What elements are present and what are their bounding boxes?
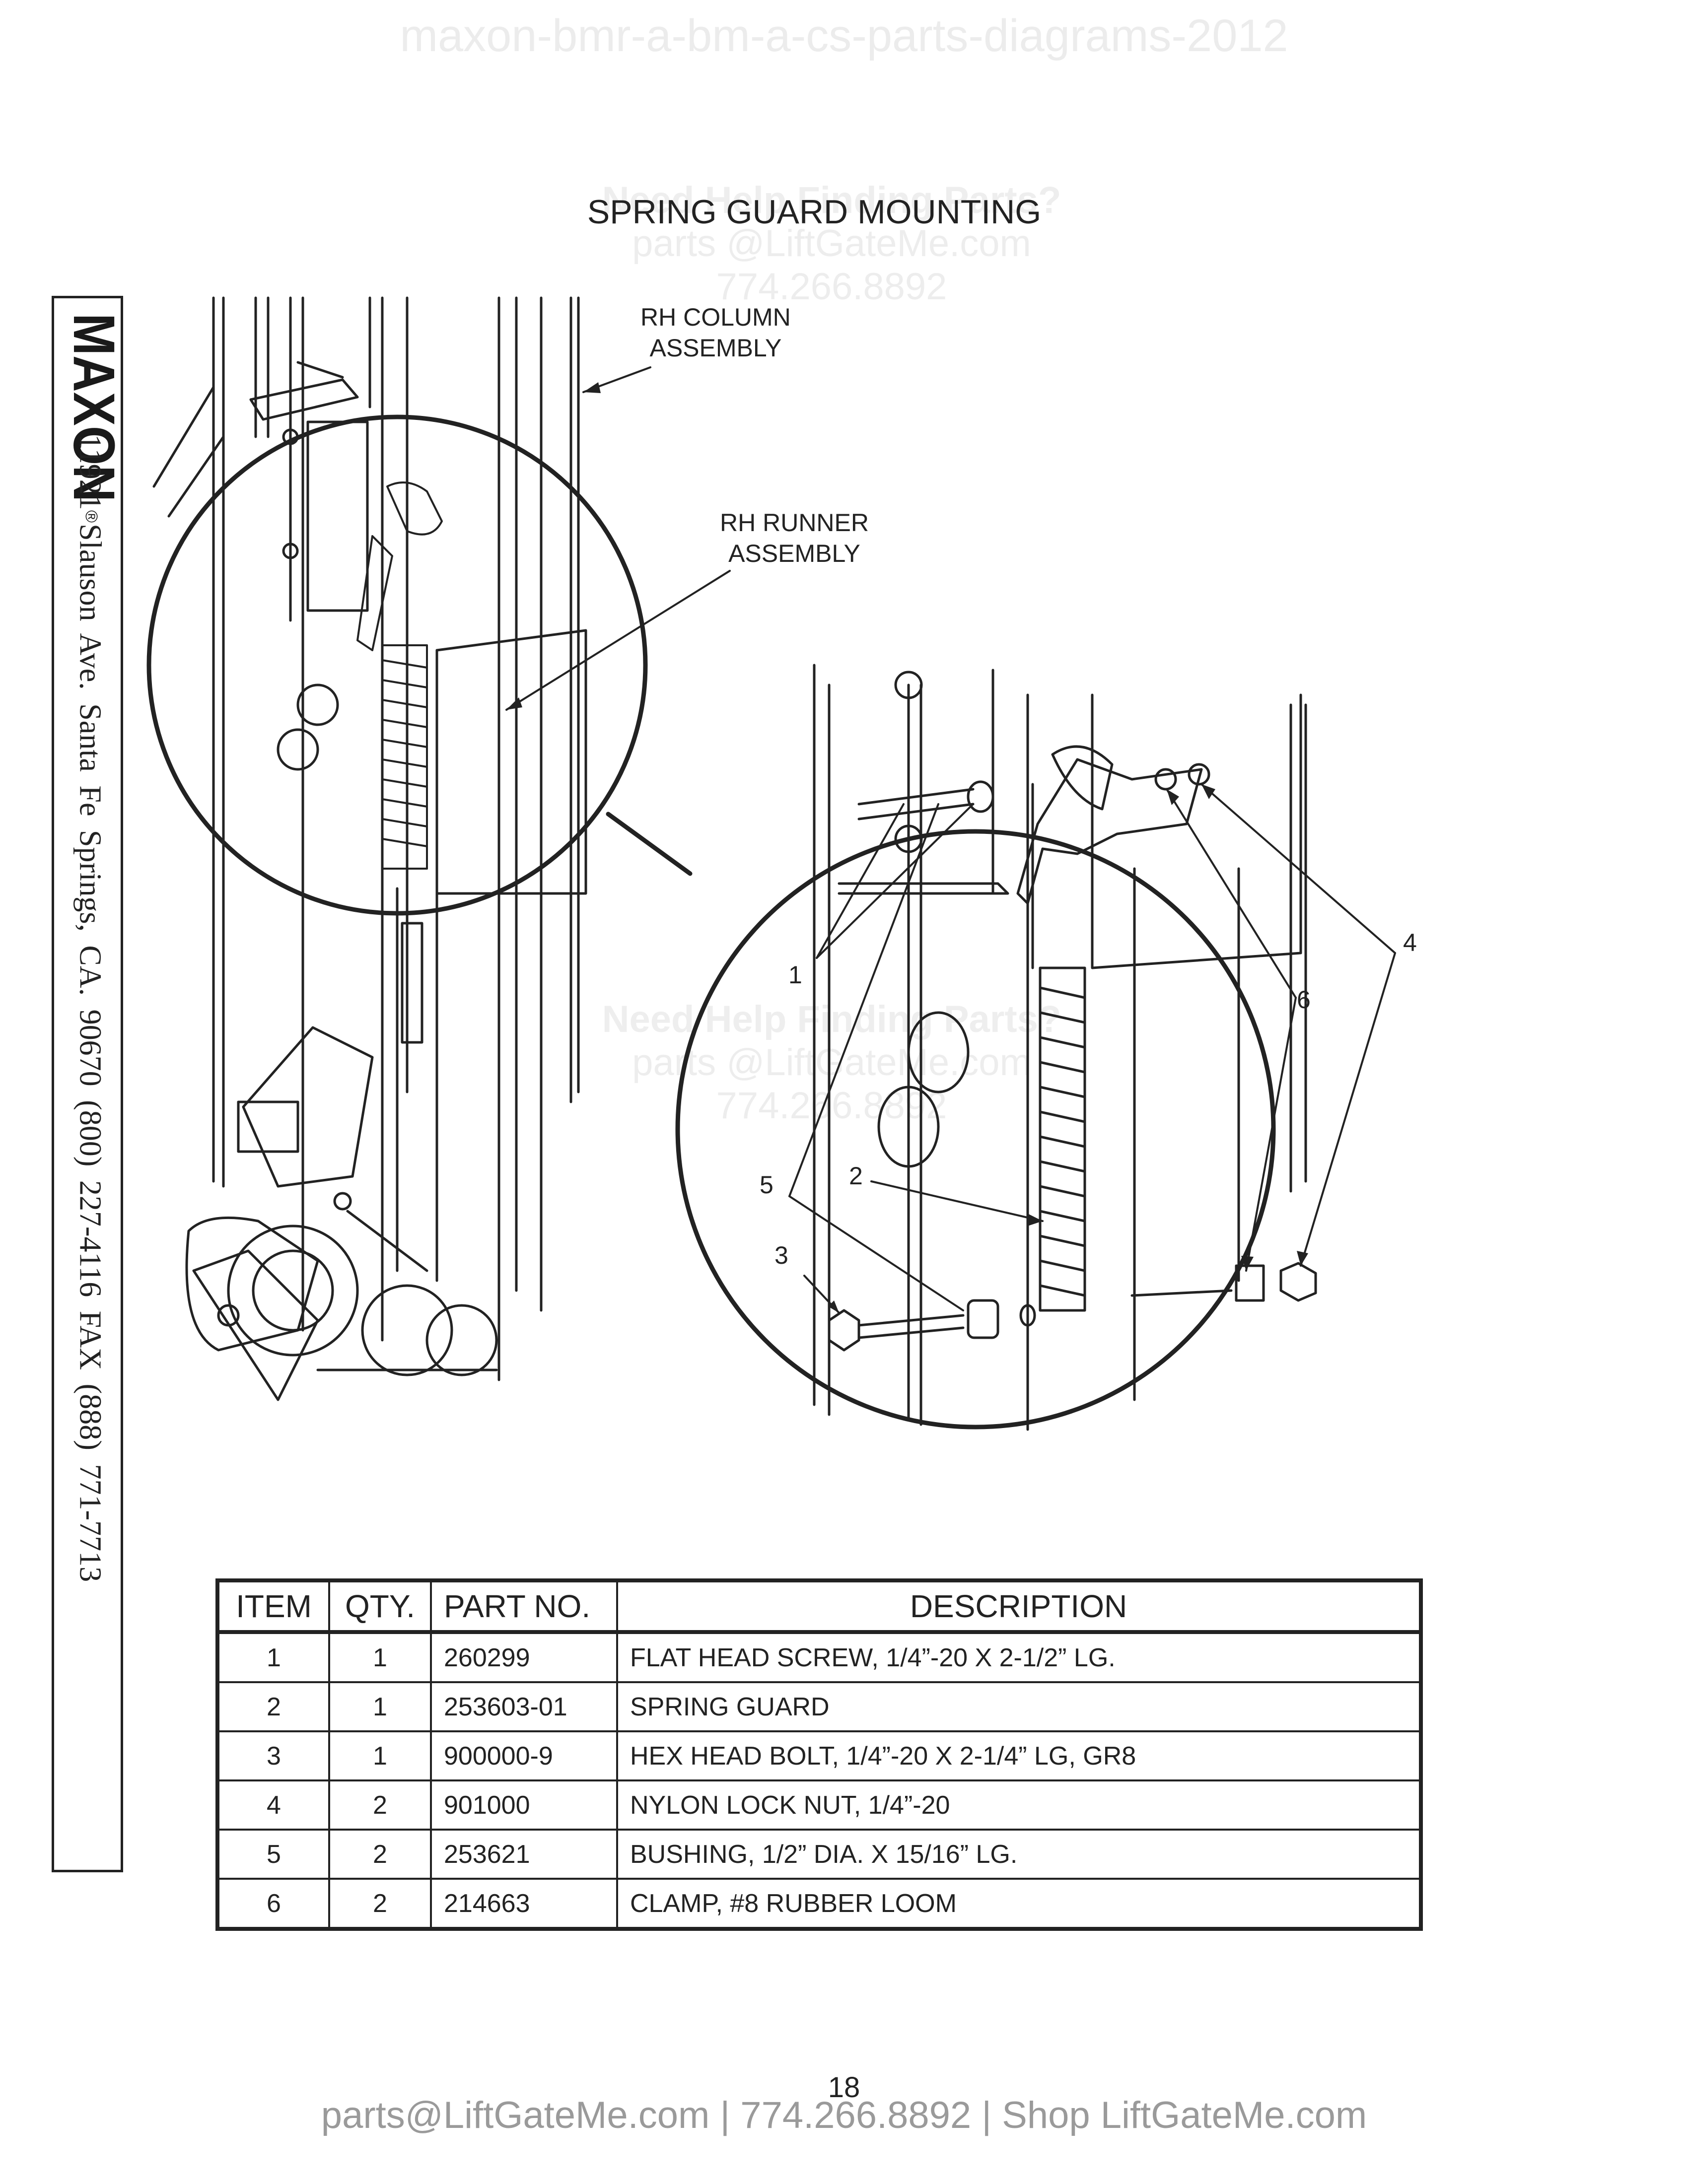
item-number-1: 1	[788, 961, 802, 989]
cell-description: BUSHING, 1/2” DIA. X 15/16” LG.	[616, 1829, 1422, 1880]
cell-part-no: 900000-9	[430, 1730, 618, 1781]
watermark-email-line: parts @LiftGateMe.com	[632, 222, 1031, 265]
watermark-help-line: Need Help Finding Parts?	[602, 998, 1061, 1040]
watermark-document-id: maxon-bmr-a-bm-a-cs-parts-diagrams-2012	[400, 10, 1288, 61]
cell-item: 5	[216, 1829, 330, 1880]
cell-description: CLAMP, #8 RUBBER LOOM	[616, 1878, 1422, 1930]
cell-item: 1	[216, 1631, 330, 1683]
watermark-help-line: Need Help Finding Parts?	[602, 179, 1061, 221]
cell-part-no: 214663	[430, 1878, 618, 1930]
table-row: 4 2 901000 NYLON LOCK NUT, 1/4”-20	[216, 1779, 1422, 1831]
table-row: 3 1 900000-9 HEX HEAD BOLT, 1/4”-20 X 2-…	[216, 1730, 1422, 1781]
callout-rh-runner-line2: ASSEMBLY	[728, 540, 860, 567]
page-title: SPRING GUARD MOUNTING	[587, 193, 1042, 231]
header-item: ITEM	[216, 1579, 330, 1634]
large-detail-parts	[813, 664, 1317, 1431]
cell-part-no: 260299	[430, 1631, 618, 1683]
item-number-4: 4	[1403, 929, 1417, 956]
table-row: 6 2 214663 CLAMP, #8 RUBBER LOOM	[216, 1878, 1422, 1930]
table-row: 5 2 253621 BUSHING, 1/2” DIA. X 15/16” L…	[216, 1829, 1422, 1880]
header-part-no: PART NO.	[430, 1579, 618, 1634]
company-sidebar: MAXON ® 11921 Slauson Ave. Santa Fe Spri…	[52, 296, 123, 1872]
leader-arrowheads	[506, 382, 1308, 1313]
callout-rh-column: RH COLUMN ASSEMBLY	[640, 302, 791, 363]
small-spring	[356, 481, 443, 870]
header-qty: QTY.	[328, 1579, 432, 1634]
cell-qty: 2	[328, 1779, 432, 1831]
page-number: 18	[828, 2071, 860, 2104]
cell-part-no: 253603-01	[430, 1681, 618, 1732]
cell-description: SPRING GUARD	[616, 1681, 1422, 1732]
parts-table-header-row: ITEM QTY. PART NO. DESCRIPTION	[216, 1579, 1422, 1634]
watermark-help-center: Need Help Finding Parts? parts @LiftGate…	[546, 998, 1117, 1127]
header-description: DESCRIPTION	[616, 1579, 1422, 1634]
maxon-logo: MAXON	[61, 313, 118, 502]
callout-rh-column-line1: RH COLUMN	[640, 303, 791, 331]
cell-qty: 2	[328, 1829, 432, 1880]
cell-item: 6	[216, 1878, 330, 1930]
lower-mechanism	[185, 887, 498, 1401]
cell-qty: 1	[328, 1631, 432, 1683]
cell-part-no: 253621	[430, 1829, 618, 1880]
table-row: 2 1 253603-01 SPRING GUARD	[216, 1681, 1422, 1732]
table-row: 1 1 260299 FLAT HEAD SCREW, 1/4”-20 X 2-…	[216, 1631, 1422, 1683]
cell-item: 4	[216, 1779, 330, 1831]
leader-lines	[505, 366, 1396, 1314]
cell-qty: 2	[328, 1878, 432, 1930]
cell-item: 3	[216, 1730, 330, 1781]
cell-description: FLAT HEAD SCREW, 1/4”-20 X 2-1/2” LG.	[616, 1631, 1422, 1683]
spring-guard-diagram	[146, 296, 1396, 1431]
cell-qty: 1	[328, 1681, 432, 1732]
cell-part-no: 901000	[430, 1779, 618, 1831]
item-number-5: 5	[760, 1171, 774, 1199]
footer-contact: parts@LiftGateMe.com | 774.266.8892 | Sh…	[321, 2094, 1367, 2136]
watermark-help-top: Need Help Finding Parts? parts @LiftGate…	[546, 179, 1117, 308]
cell-item: 2	[216, 1681, 330, 1732]
svg-text:MAXON: MAXON	[61, 313, 118, 502]
cell-qty: 1	[328, 1730, 432, 1781]
item-number-6: 6	[1297, 986, 1311, 1014]
callout-rh-runner: RH RUNNER ASSEMBLY	[720, 507, 869, 569]
callout-rh-runner-line1: RH RUNNER	[720, 509, 869, 537]
column-structure	[152, 296, 587, 1381]
watermark-email-line: parts @LiftGateMe.com	[632, 1041, 1031, 1084]
item-number-3: 3	[774, 1241, 788, 1269]
watermark-phone-line: 774.266.8892	[716, 266, 947, 308]
cell-description: HEX HEAD BOLT, 1/4”-20 X 2-1/4” LG, GR8	[616, 1730, 1422, 1781]
detail-circle-large	[675, 829, 1276, 1430]
parts-table: ITEM QTY. PART NO. DESCRIPTION 1 1 26029…	[215, 1578, 1423, 1931]
cell-description: NYLON LOCK NUT, 1/4”-20	[616, 1779, 1422, 1831]
item-number-2: 2	[849, 1162, 863, 1190]
callout-rh-column-line2: ASSEMBLY	[649, 334, 782, 362]
